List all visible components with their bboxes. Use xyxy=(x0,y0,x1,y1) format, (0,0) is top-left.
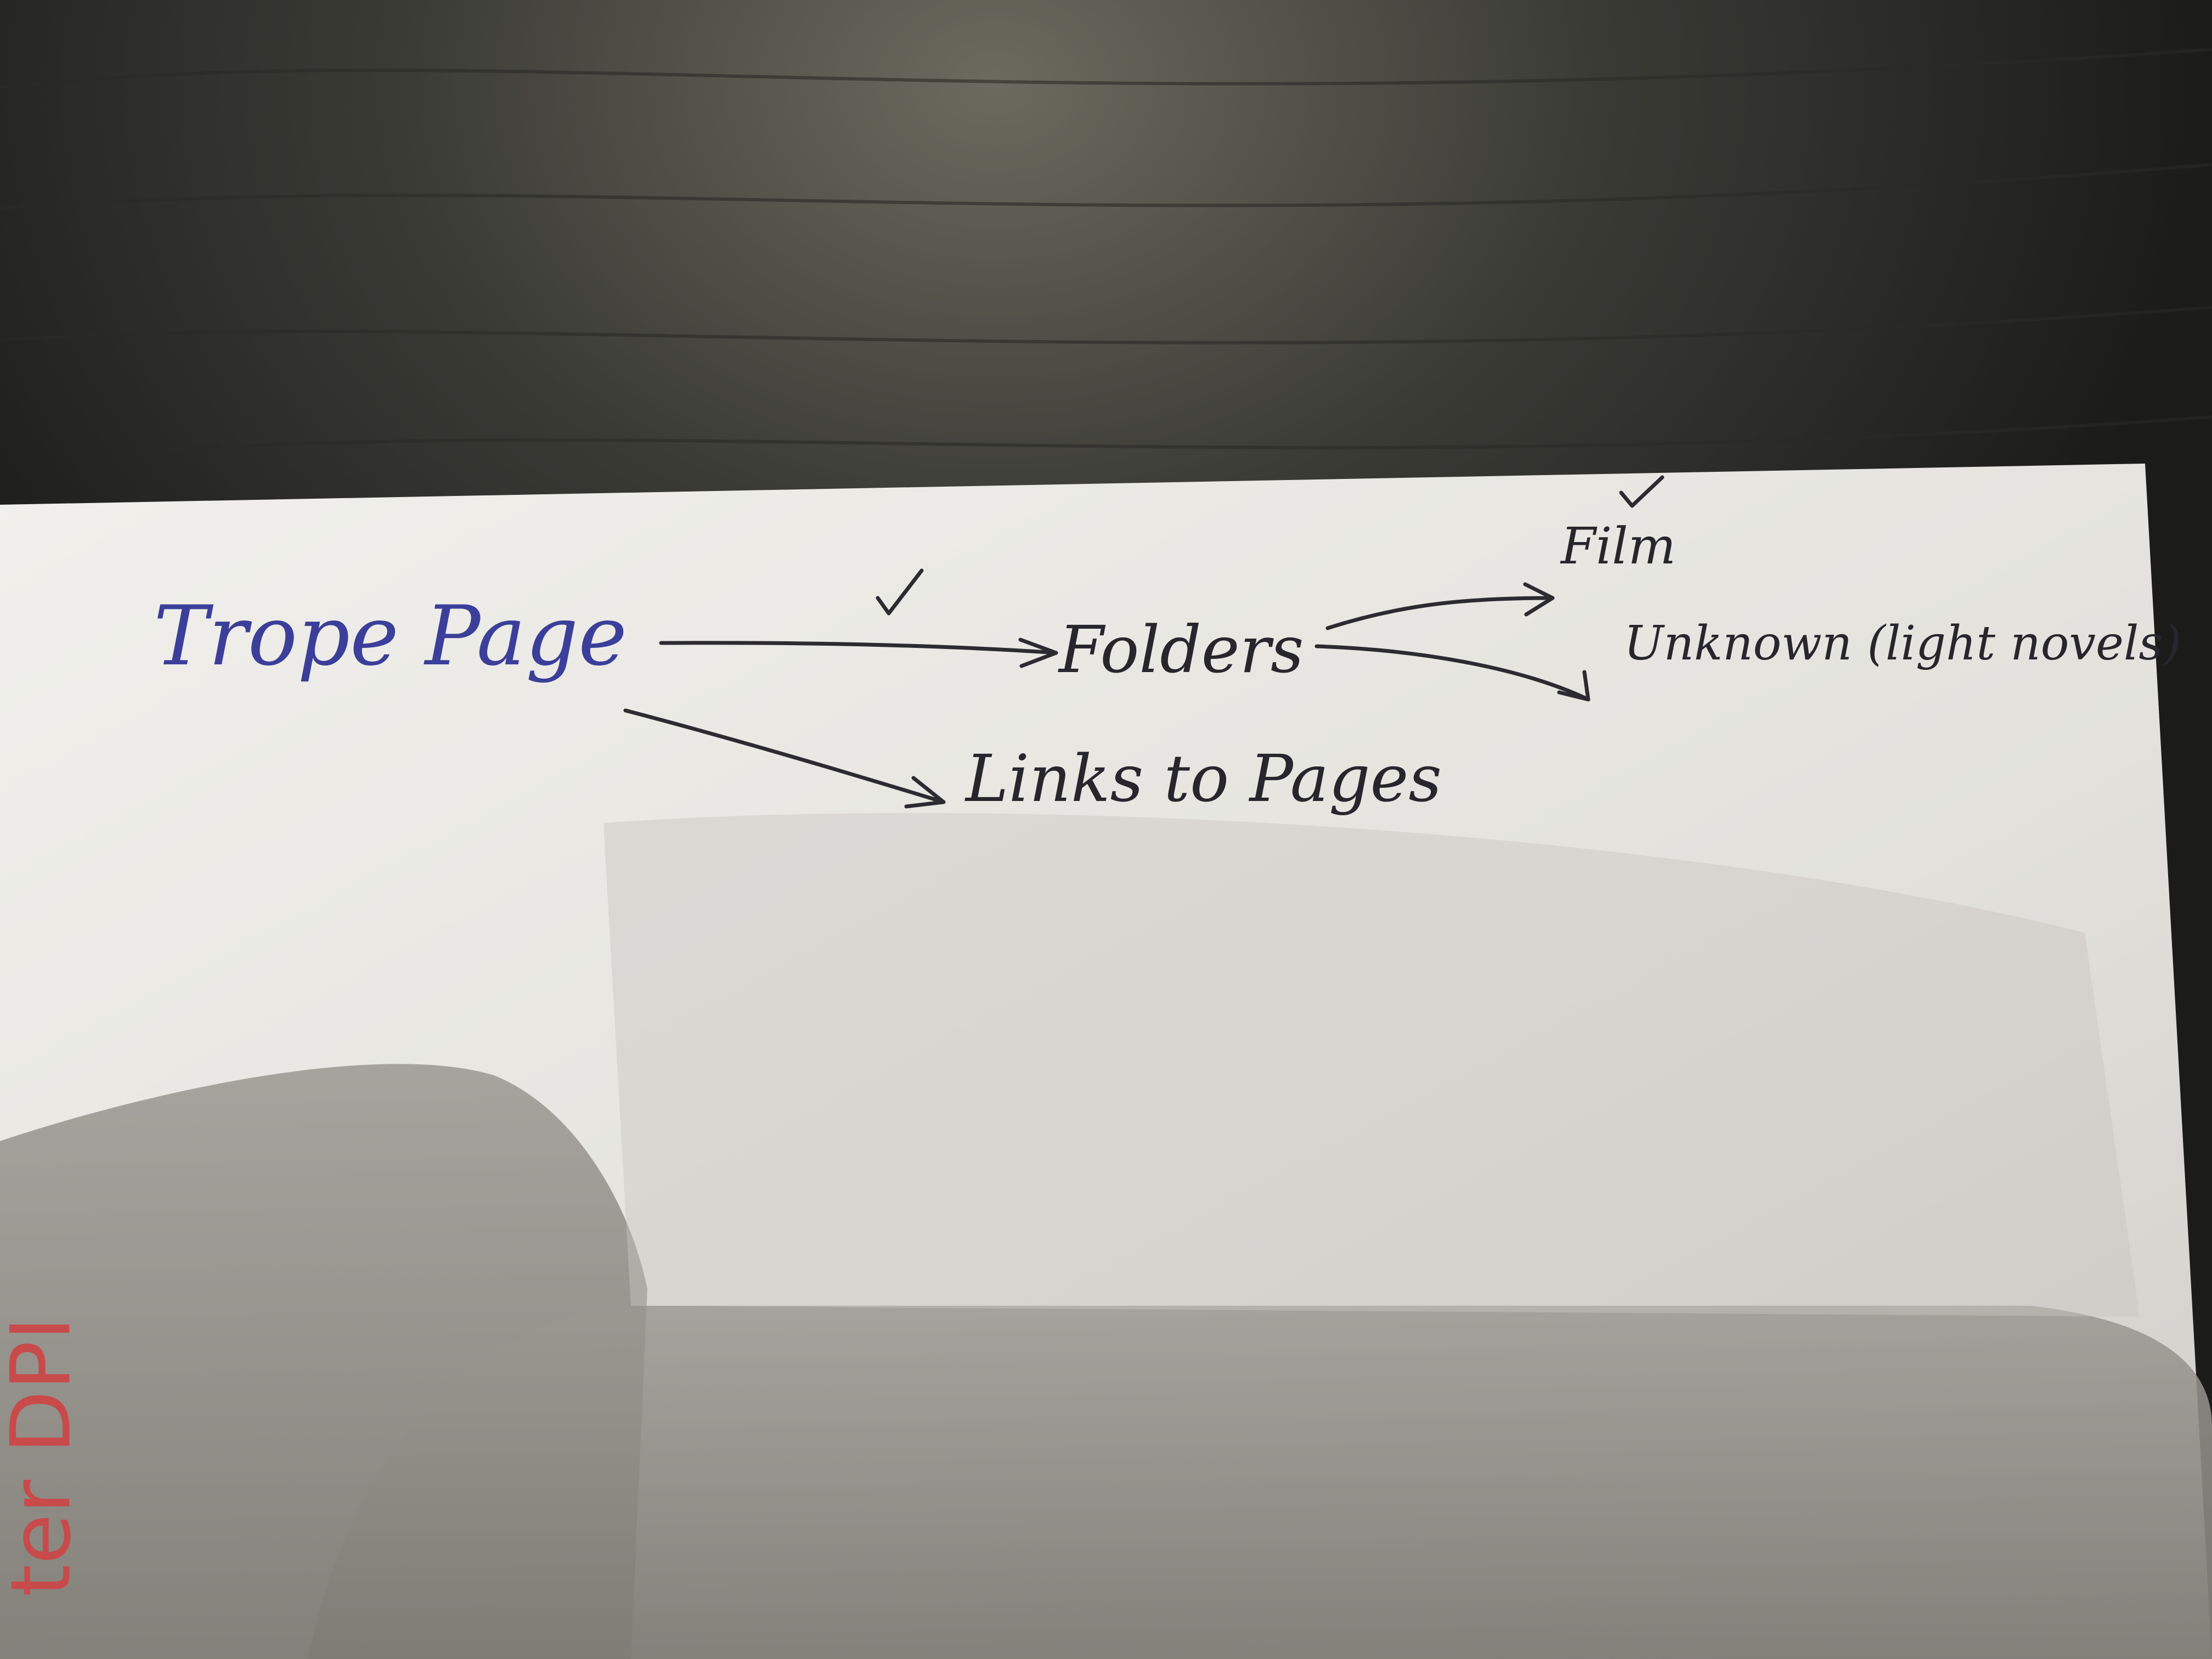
check-mark-icon xyxy=(876,568,924,616)
arrowhead-folders xyxy=(1018,637,1058,668)
phone-shadow xyxy=(307,1306,2212,1659)
node-trope-page: Trope Page xyxy=(154,589,627,684)
check-marks xyxy=(876,475,1664,616)
node-unknown-light-novels: Unknown (light novels) xyxy=(1624,616,2182,671)
arrows xyxy=(623,582,1590,809)
node-film: Film xyxy=(1561,517,1676,575)
check-mark-icon xyxy=(1619,475,1664,508)
arrow-trope-to-folders xyxy=(659,641,1058,655)
arrowhead-unknown xyxy=(1557,670,1590,702)
wood-grain xyxy=(0,48,2212,452)
node-links-to-pages: Links to Pages xyxy=(966,741,1442,816)
arrow-folders-to-unknown xyxy=(1314,644,1590,702)
arrow-trope-to-links xyxy=(623,708,946,804)
node-folders: Folders xyxy=(1059,612,1304,687)
arrow-folders-to-film xyxy=(1325,596,1555,630)
arrowhead-links xyxy=(904,776,946,809)
arrowhead-film xyxy=(1523,582,1555,617)
margin-text-dpi: ter DPI xyxy=(0,1316,89,1597)
soft-shadow xyxy=(603,812,2140,1317)
